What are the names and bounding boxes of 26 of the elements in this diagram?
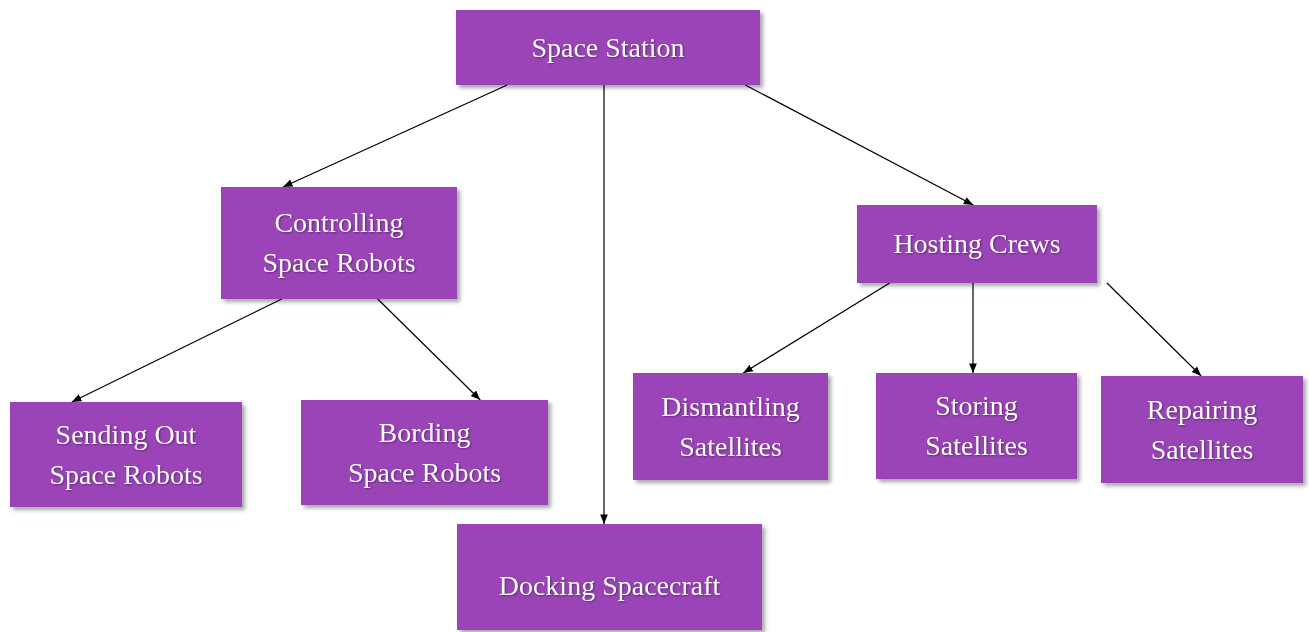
arrow bbox=[742, 282, 891, 374]
box-label: Space Station bbox=[530, 30, 686, 65]
arrow bbox=[744, 84, 974, 206]
process-box bbox=[221, 187, 457, 299]
arrow bbox=[377, 298, 481, 401]
box-label: Storing Satellites bbox=[924, 389, 1029, 463]
arrow bbox=[969, 282, 977, 374]
arrow bbox=[600, 84, 608, 525]
process-box bbox=[857, 205, 1097, 283]
box-label: Docking Spacecraft bbox=[497, 569, 722, 603]
arrow bbox=[71, 298, 283, 403]
process-box bbox=[633, 373, 828, 480]
box-label: Repairing Satellites bbox=[1145, 392, 1259, 467]
box-label: Hosting Crews bbox=[892, 227, 1062, 261]
box-label: Controlling Space Robots bbox=[261, 206, 417, 280]
box-label: Bording Space Robots bbox=[346, 415, 503, 490]
process-box bbox=[457, 524, 762, 630]
box-label: Sending Out Space Robots bbox=[48, 417, 204, 492]
arrow bbox=[1106, 282, 1202, 377]
process-box bbox=[876, 373, 1077, 479]
process-box bbox=[10, 402, 242, 507]
process-box bbox=[456, 10, 760, 85]
arrow bbox=[282, 84, 508, 188]
box-label: Dismantling Satellites bbox=[660, 389, 801, 464]
process-box bbox=[1101, 376, 1303, 483]
process-box bbox=[301, 400, 548, 505]
